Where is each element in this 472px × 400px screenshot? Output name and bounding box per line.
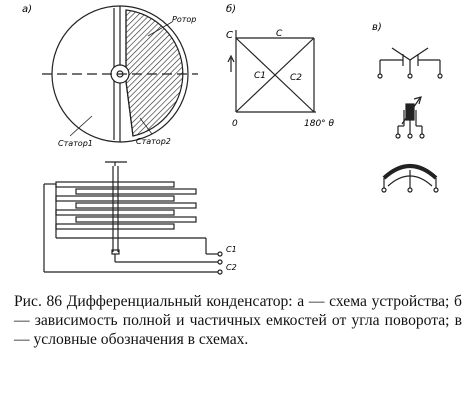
stator1-label: Статор1	[58, 139, 93, 148]
rotor-label: Ротор	[172, 15, 196, 24]
terminal-c1-label: С1	[226, 245, 237, 254]
total-capacitance-label: С	[276, 29, 283, 39]
figure-drawing: а) Ротор Статор1 Статор2	[22, 3, 443, 275]
stator2-label: Статор2	[136, 137, 171, 146]
figure-caption: Рис. 86 Дифференциальный конденсатор: а …	[14, 293, 462, 348]
panel-c-label: в)	[372, 22, 382, 33]
x-end-label: 180° θ	[304, 119, 335, 129]
c1-label: С1	[254, 71, 266, 81]
symbol-3	[381, 164, 439, 193]
panel-a-disc-view	[42, 5, 198, 143]
panel-a-label: а)	[22, 4, 32, 15]
terminal-c2-label: С2	[226, 263, 237, 272]
panel-b-label: б)	[226, 3, 236, 15]
rotor-plate	[125, 9, 184, 137]
capacitance-graph	[227, 30, 316, 113]
symbol-1	[377, 47, 443, 79]
x-start-label: 0	[232, 119, 238, 129]
symbol-2	[395, 96, 425, 139]
y-axis-label: С	[226, 30, 233, 41]
c2-curve	[235, 37, 315, 113]
c2-label: С2	[290, 73, 302, 83]
panel-a-plate-stack	[43, 161, 223, 275]
